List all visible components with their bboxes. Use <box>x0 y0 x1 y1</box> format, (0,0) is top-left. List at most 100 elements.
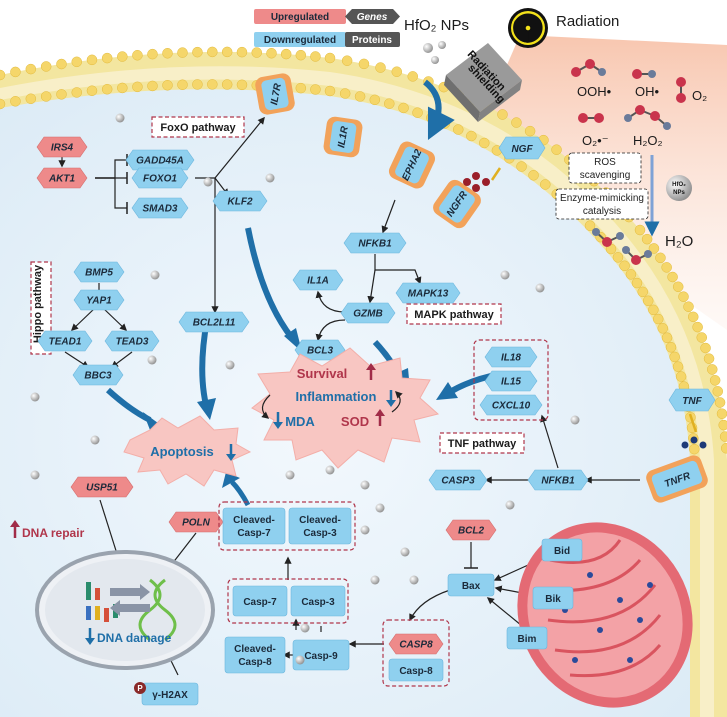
gene-casp3-label: CASP3 <box>441 476 475 487</box>
membrane-bead <box>700 342 711 354</box>
gene-mapk13-label: MAPK13 <box>408 289 449 300</box>
gene-bbc3-label: BBC3 <box>84 371 112 382</box>
membrane-bead <box>439 118 451 129</box>
gene-foxo1 <box>131 167 189 189</box>
membrane-bead <box>10 96 21 107</box>
membrane-bead <box>56 89 67 100</box>
h2o2-molecule-icon <box>624 105 671 130</box>
foxo-pathway-box <box>151 116 245 138</box>
membrane-bead <box>634 224 646 236</box>
membrane-bead <box>584 220 596 231</box>
gene-tead1-label: TEAD1 <box>49 337 82 348</box>
membrane-bead <box>551 144 562 155</box>
sod-label: SOD <box>341 414 369 429</box>
membrane-bead <box>192 46 203 58</box>
gene-gzmb <box>340 302 396 324</box>
membrane-bead <box>280 48 292 60</box>
tnf-pathway-label: TNF pathway <box>448 438 517 450</box>
membrane-bead <box>324 52 336 64</box>
protein-casp3-label: Casp-3 <box>301 597 335 608</box>
gene-nfkb1 <box>343 232 407 254</box>
membrane-bead <box>391 66 403 77</box>
membrane-bead <box>295 82 307 94</box>
nanoparticle <box>300 623 310 633</box>
nanoparticle <box>147 355 157 365</box>
nanoparticle <box>570 415 580 425</box>
nanoparticle <box>400 547 410 557</box>
membrane-bead <box>655 252 666 264</box>
mapk-pathway-label: MAPK pathway <box>414 309 494 321</box>
dna-repair-label: DNA repair <box>22 526 85 540</box>
membrane-bead <box>375 62 386 73</box>
membrane-bead <box>665 342 677 353</box>
membrane-bead <box>719 431 727 442</box>
gene-bcl2l11-label: BCL2L11 <box>193 318 236 329</box>
hfo2-np-small-line2: NPs <box>673 190 685 196</box>
membrane-bead <box>524 125 536 137</box>
membrane-bead <box>117 82 128 94</box>
o2-label: O₂ <box>692 88 707 103</box>
legend: Upregulated Downregulated Genes Proteins <box>254 9 400 47</box>
gene-bmp5-label: BMP5 <box>85 268 113 279</box>
membrane-bead <box>10 66 21 78</box>
gene-klf2-label: KLF2 <box>228 197 253 208</box>
membrane-bead <box>310 51 321 62</box>
nanoparticle <box>438 41 446 49</box>
gene-nfkb1-b <box>527 469 589 491</box>
gene-irs4-label: IRS4 <box>51 143 74 154</box>
gene-il15 <box>484 370 538 392</box>
membrane-bead <box>40 91 52 102</box>
membrane-bead <box>266 47 277 59</box>
membrane-bead <box>221 79 233 90</box>
tnf-label: TNF <box>682 396 702 407</box>
receptor-ngfr: NGFR <box>433 179 481 229</box>
apoptosis-star <box>123 415 252 487</box>
dna-repair-up-arrow-icon <box>10 520 20 538</box>
il1r-label: IL1R <box>336 125 351 149</box>
nanoparticle <box>295 655 305 665</box>
membrane-bead <box>101 83 113 95</box>
membrane-bead <box>661 332 673 343</box>
membrane-bead <box>692 321 703 333</box>
membrane-bead <box>466 130 477 142</box>
mitochondrion <box>517 522 693 708</box>
membrane-bead <box>687 311 699 323</box>
gene-gadd45a <box>125 149 195 171</box>
membrane-bead <box>661 262 672 273</box>
o2-molecule-icon <box>676 77 686 103</box>
h2o2-label: H₂O₂ <box>633 133 663 148</box>
membrane-bead <box>678 291 689 302</box>
legend-proteins-label: Proteins <box>352 35 392 46</box>
membrane-bead <box>516 161 527 172</box>
protein-bim-label: Bim <box>518 634 537 645</box>
protein-cleaved-casp3-1-label: Cleaved- <box>299 515 341 526</box>
il7r-label: IL7R <box>269 82 284 106</box>
nanoparticle <box>203 177 213 187</box>
membrane-bead <box>310 84 321 95</box>
protein-bik <box>532 586 574 610</box>
survival-label: Survival <box>297 366 348 381</box>
gene-il18 <box>484 346 538 368</box>
flow-arrows <box>105 227 501 507</box>
gene-il15-label: IL15 <box>501 377 521 388</box>
gene-bcl2 <box>445 519 497 541</box>
membrane-bead <box>720 442 727 454</box>
membrane-bead <box>117 51 128 62</box>
membrane-bead <box>251 47 263 58</box>
membrane-bead <box>25 93 37 105</box>
membrane-bead <box>132 81 143 93</box>
protein-cleaved-casp7-2-label: Casp-7 <box>237 528 271 539</box>
membrane-bead <box>207 46 218 58</box>
membrane-bead <box>71 56 83 68</box>
nanoparticle-uptake-arrow <box>423 79 455 141</box>
gene-poln-label: POLN <box>182 518 211 529</box>
gene-gadd45a-label: GADD45A <box>136 156 184 167</box>
ngf-gene <box>498 136 546 160</box>
membrane-bead <box>709 375 721 386</box>
nanoparticle <box>265 173 275 183</box>
gene-foxo1-label: FOXO1 <box>143 174 177 185</box>
survival-up-arrow-icon <box>366 363 376 380</box>
protein-h2ax-label: γ-H2AX <box>152 690 188 701</box>
mapk-pathway-box <box>406 303 502 325</box>
